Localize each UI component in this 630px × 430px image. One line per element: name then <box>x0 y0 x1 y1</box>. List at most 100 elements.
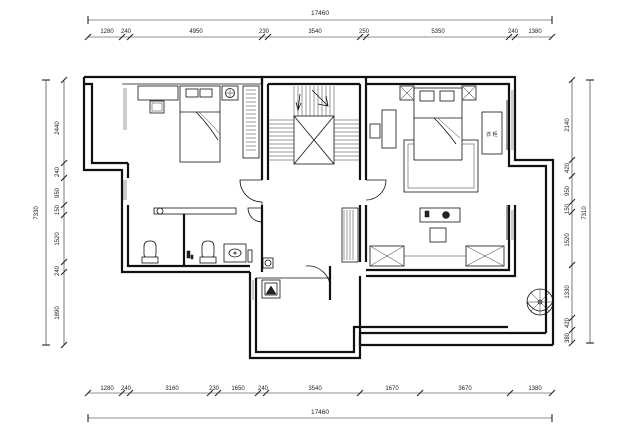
dimension-tick <box>356 33 364 41</box>
top-dim-3: 4950 <box>189 29 203 35</box>
dimension-tick <box>362 33 370 41</box>
bottom-dim-6: 240 <box>258 386 269 392</box>
bottom-dimension-chain: 1280 240 3160 230 1650 240 3540 1670 367… <box>84 386 556 422</box>
left-dim-5: 1520 <box>55 232 61 246</box>
right-dim-3: 950 <box>565 185 571 196</box>
pillow <box>419 90 435 102</box>
dimension-tick <box>568 156 576 164</box>
left-dim-1: 2440 <box>55 121 61 135</box>
pillow <box>199 88 213 98</box>
right-dim-6: 1330 <box>565 285 571 299</box>
toilet-icon <box>143 240 157 260</box>
dimension-tick <box>568 261 576 269</box>
coffee-table <box>419 207 461 223</box>
top-dim-6: 250 <box>359 29 370 35</box>
dimension-tick <box>84 33 92 41</box>
wardrobe-label: 衣 柜 <box>486 131 497 138</box>
sink-cabinet <box>223 243 247 263</box>
dimension-tick <box>118 389 126 397</box>
top-dim-1: 1280 <box>100 29 114 35</box>
desk-chair <box>149 100 165 114</box>
dimension-tick <box>568 339 576 347</box>
dimension-tick <box>416 389 424 397</box>
bed-left <box>179 85 221 163</box>
bottom-dim-3: 3160 <box>165 386 179 392</box>
top-dim-9: 1380 <box>528 29 542 35</box>
bedroom-right: 衣 柜 <box>369 85 508 267</box>
dimension-tick <box>568 314 576 322</box>
dimension-tick <box>84 389 92 397</box>
partition-counter <box>153 207 237 215</box>
bottom-dim-10: 1380 <box>528 386 542 392</box>
sink-icon <box>228 248 242 258</box>
dimension-tick <box>568 76 576 84</box>
toilet-icon <box>201 240 215 260</box>
bottom-dim-1: 1280 <box>100 386 114 392</box>
desk <box>137 85 179 101</box>
windows <box>123 88 515 300</box>
top-total-dimension: 17460 <box>311 10 329 17</box>
dimension-tick <box>60 201 68 209</box>
dimension-tick <box>60 76 68 84</box>
right-dim-8: 380 <box>565 332 571 343</box>
dimension-tick <box>254 389 262 397</box>
right-dimension-chain: 2140 420 950 150 1520 1330 420 380 7310 <box>565 76 594 347</box>
bathroom-left <box>141 207 274 269</box>
pillow <box>185 88 199 98</box>
top-dim-8: 240 <box>508 29 519 35</box>
right-dim-2: 420 <box>565 162 571 173</box>
dimension-tick <box>126 389 134 397</box>
dimension-tick <box>511 33 519 41</box>
dimension-tick <box>505 33 513 41</box>
left-dim-6: 240 <box>55 265 61 276</box>
dimension-tick <box>60 268 68 276</box>
left-dim-4: 150 <box>55 204 61 215</box>
dimension-tick <box>60 211 68 219</box>
bottom-total-dimension: 17460 <box>311 409 329 416</box>
exterior-walls <box>82 75 555 360</box>
top-dim-4: 230 <box>259 29 270 35</box>
dimension-tick <box>548 389 556 397</box>
bottom-dim-2: 240 <box>121 386 132 392</box>
left-dim-7: 1890 <box>55 306 61 320</box>
dimension-tick <box>548 33 556 41</box>
dimension-tick <box>206 389 214 397</box>
dimension-tick <box>118 33 126 41</box>
bottom-dim-4: 230 <box>209 386 220 392</box>
dimension-tick <box>568 326 576 334</box>
top-dim-5: 3540 <box>308 29 322 35</box>
spiral-stair <box>526 288 554 316</box>
dimension-tick <box>60 159 68 167</box>
chair <box>369 123 381 139</box>
dimension-tick <box>356 389 364 397</box>
left-dimension-chain: 7330 2440 240 950 150 1520 240 1890 <box>34 76 68 349</box>
dimension-tick <box>262 389 270 397</box>
dimension-tick <box>60 258 68 266</box>
dimension-tick <box>264 33 272 41</box>
dimension-tick <box>506 389 514 397</box>
bottom-dim-7: 3540 <box>308 386 322 392</box>
top-dim-7: 5350 <box>431 29 445 35</box>
right-dim-5: 1520 <box>565 233 571 247</box>
right-dim-4: 150 <box>565 203 571 214</box>
staircase <box>268 86 387 291</box>
bedroom-left <box>137 85 263 205</box>
right-dim-1: 2140 <box>565 118 571 132</box>
pillow <box>439 90 455 102</box>
dimension-tick <box>568 172 576 180</box>
top-dim-2: 240 <box>121 29 132 35</box>
entry-area <box>261 279 281 299</box>
dimension-tick <box>126 33 134 41</box>
dimension-tick <box>60 174 68 182</box>
left-dim-3: 950 <box>55 187 61 198</box>
left-dim-2: 240 <box>55 166 61 177</box>
dimension-tick <box>258 33 266 41</box>
dimension-tick <box>214 389 222 397</box>
dimension-tick <box>60 341 68 349</box>
top-dimension-chain: 17460 1280 240 4950 230 3540 250 5350 24… <box>84 10 556 41</box>
armchair <box>429 227 447 243</box>
bottom-dim-8: 1670 <box>385 386 399 392</box>
desk <box>381 109 397 149</box>
right-total-dimension: 7310 <box>582 206 588 220</box>
